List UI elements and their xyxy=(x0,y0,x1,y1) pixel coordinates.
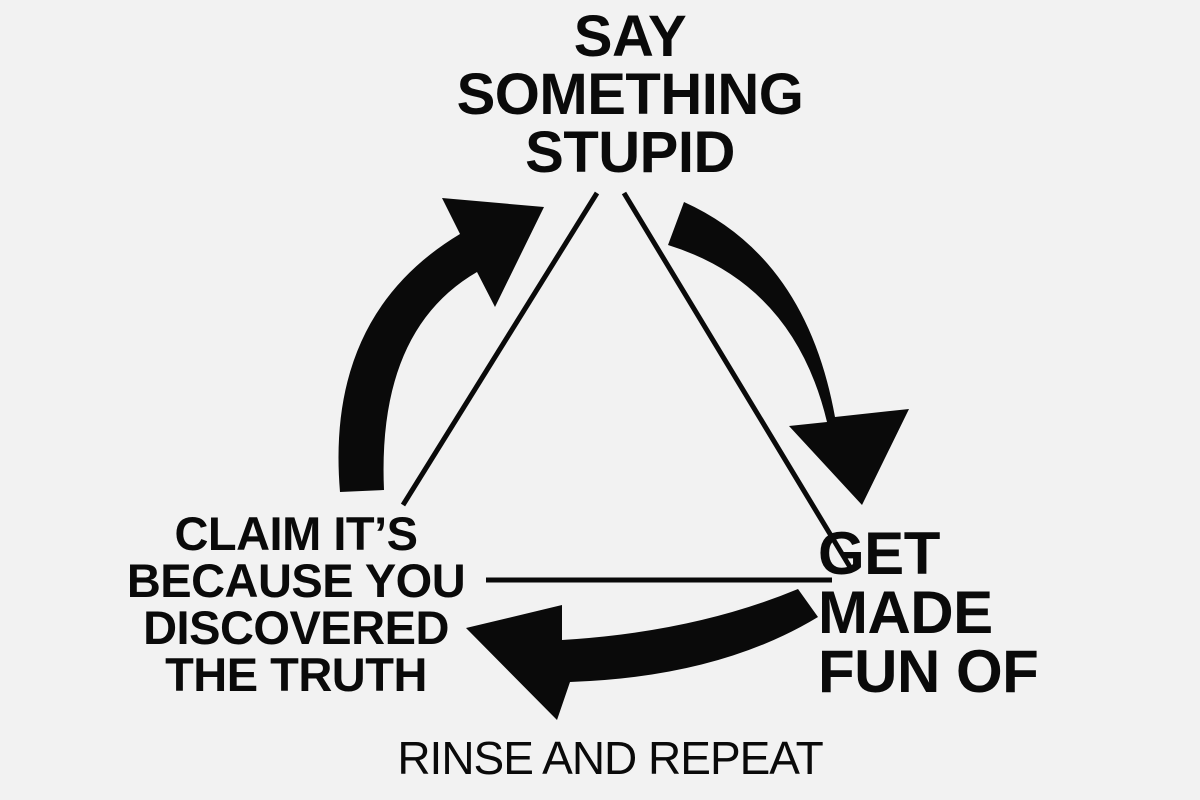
node-right-line-2: MADE xyxy=(818,579,993,646)
triangle-edge-right xyxy=(621,191,856,574)
node-claim-discovered-truth: CLAIM IT’S BECAUSE YOU DISCOVERED THE TR… xyxy=(96,510,496,698)
node-say-something-stupid: SAY SOMETHING STUPID xyxy=(400,8,860,182)
triangle-edge-left xyxy=(400,191,600,507)
node-left-line-2: BECAUSE YOU xyxy=(126,554,466,607)
arrow-right-to-left xyxy=(466,589,818,720)
arrow-top-to-right xyxy=(668,202,909,505)
node-top-line-1: SAY xyxy=(573,4,687,69)
node-top-line-3: STUPID xyxy=(525,120,735,185)
node-right-line-1: GET xyxy=(818,520,940,587)
node-left-line-4: THE TRUTH xyxy=(165,648,427,701)
caption-rinse-and-repeat: RINSE AND REPEAT xyxy=(397,732,823,784)
node-left-line-3: DISCOVERED xyxy=(143,601,449,654)
node-right-line-3: FUN OF xyxy=(818,638,1039,705)
node-get-made-fun-of: GET MADE FUN OF xyxy=(818,520,1078,705)
node-top-line-2: SOMETHING xyxy=(456,62,804,127)
node-left-line-1: CLAIM IT’S xyxy=(174,507,418,560)
arrow-left-to-top xyxy=(338,198,544,492)
